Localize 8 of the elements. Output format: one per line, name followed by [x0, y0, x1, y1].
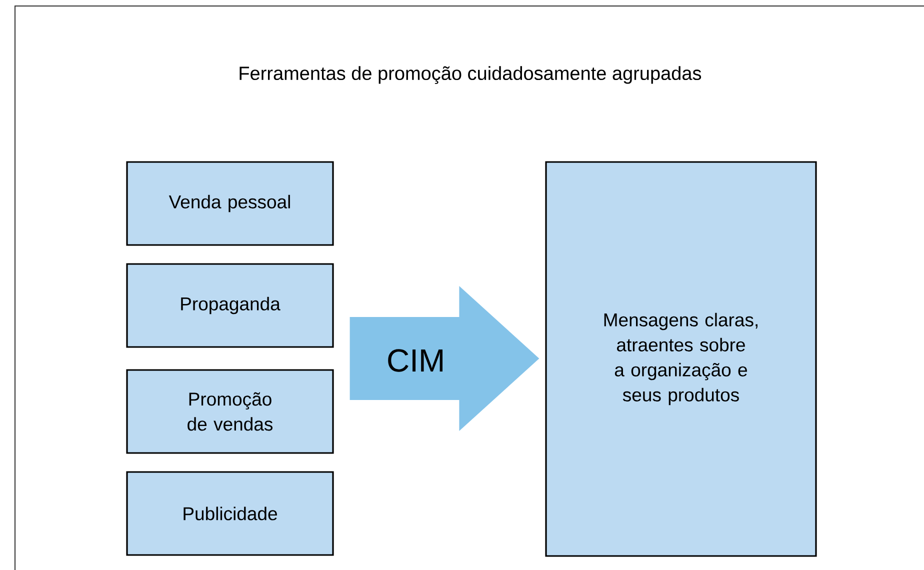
edge-label: CIM — [388, 349, 442, 372]
text-box: Venda pessoal — [126, 161, 334, 246]
text-box: Publicidade — [126, 471, 334, 556]
text-box: Mensagens claras, atraentes sobre a organização e seus produtos — [545, 161, 817, 557]
text-box: Promoção de vendas — [126, 369, 334, 454]
text-box: Propaganda — [126, 263, 334, 348]
block-arrow — [350, 286, 540, 431]
title: Ferramentas de promoção cuidadosamente agrupadas — [240, 66, 702, 84]
